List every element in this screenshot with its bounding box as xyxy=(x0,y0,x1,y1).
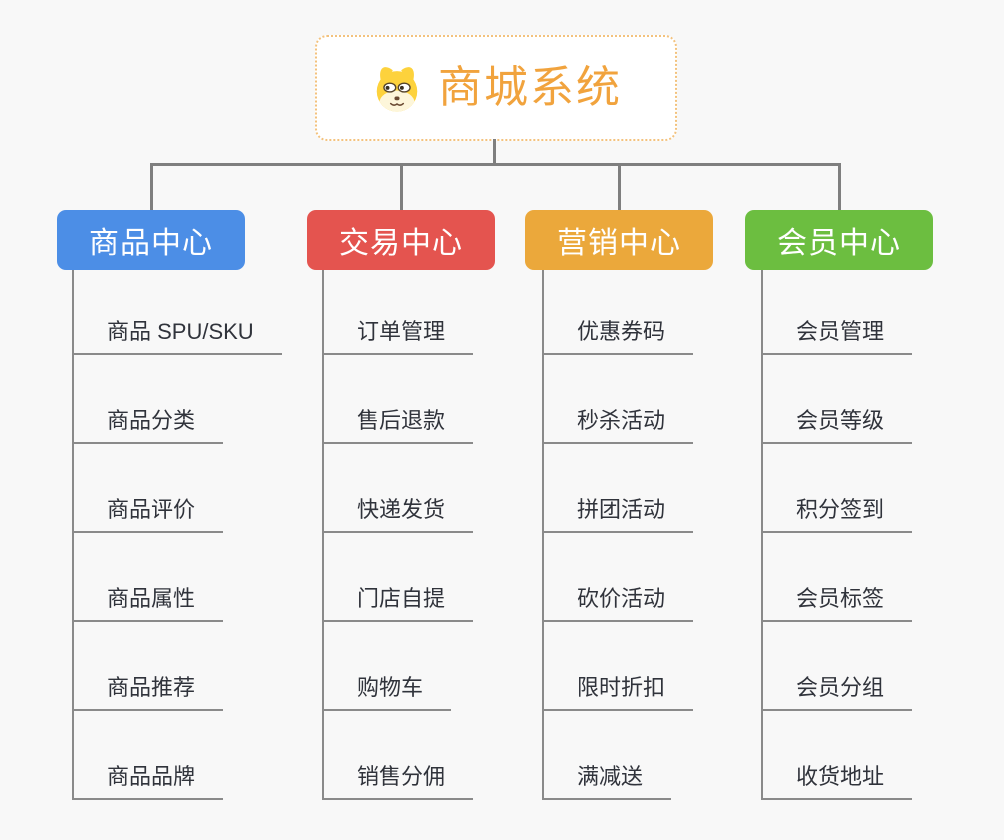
branch-children-member-center: 会员管理 会员等级 积分签到 会员标签 会员分组 收货地址 xyxy=(761,270,913,800)
child-node[interactable]: 限时折扣 xyxy=(544,622,694,711)
child-label: 购物车 xyxy=(357,674,424,700)
branch-header-marketing-center[interactable]: 营销中心 xyxy=(525,210,713,270)
branch-children-product-center: 商品 SPU/SKU 商品分类 商品评价 商品属性 商品推荐 商品品牌 xyxy=(72,270,282,800)
branch-header-trade-center[interactable]: 交易中心 xyxy=(307,210,495,270)
child-label: 商品分类 xyxy=(107,407,196,433)
child-node[interactable]: 商品品牌 xyxy=(74,711,224,800)
child-label: 满减送 xyxy=(577,763,644,789)
child-label: 优惠券码 xyxy=(577,318,666,344)
connector-trunk xyxy=(150,163,841,166)
child-node[interactable]: 购物车 xyxy=(324,622,452,711)
child-label: 销售分佣 xyxy=(357,763,446,789)
root-title: 商城系统 xyxy=(438,63,622,112)
connector-drop-trade xyxy=(400,163,403,211)
branch-children-marketing-center: 优惠券码 秒杀活动 拼团活动 砍价活动 限时折扣 满减送 xyxy=(542,270,694,800)
branch-header-member-center[interactable]: 会员中心 xyxy=(745,210,933,270)
child-label: 门店自提 xyxy=(357,585,446,611)
child-label: 会员管理 xyxy=(796,318,885,344)
child-node[interactable]: 快递发货 xyxy=(324,444,474,533)
child-node[interactable]: 售后退款 xyxy=(324,355,474,444)
child-label: 收货地址 xyxy=(796,763,885,789)
child-label: 拼团活动 xyxy=(577,496,666,522)
child-node[interactable]: 门店自提 xyxy=(324,533,474,622)
child-node[interactable]: 商品评价 xyxy=(74,444,224,533)
child-node[interactable]: 会员标签 xyxy=(763,533,913,622)
child-label: 会员分组 xyxy=(796,674,885,700)
branch-header-product-center[interactable]: 商品中心 xyxy=(57,210,245,270)
child-node[interactable]: 会员等级 xyxy=(763,355,913,444)
child-label: 售后退款 xyxy=(357,407,446,433)
child-node[interactable]: 商品分类 xyxy=(74,355,224,444)
child-label: 订单管理 xyxy=(357,318,446,344)
child-node[interactable]: 满减送 xyxy=(544,711,672,800)
child-node[interactable]: 砍价活动 xyxy=(544,533,694,622)
child-label: 砍价活动 xyxy=(577,585,666,611)
child-node[interactable]: 商品属性 xyxy=(74,533,224,622)
connector-root-stub xyxy=(493,139,496,163)
child-node[interactable]: 订单管理 xyxy=(324,270,474,355)
child-label: 会员等级 xyxy=(796,407,885,433)
child-label: 商品品牌 xyxy=(107,763,196,789)
child-label: 会员标签 xyxy=(796,585,885,611)
shiba-dog-face-icon xyxy=(376,67,418,112)
child-label: 商品评价 xyxy=(107,496,196,522)
child-label: 商品推荐 xyxy=(107,674,196,700)
child-node[interactable]: 销售分佣 xyxy=(324,711,474,800)
child-node[interactable]: 商品推荐 xyxy=(74,622,224,711)
child-node[interactable]: 优惠券码 xyxy=(544,270,694,355)
child-node[interactable]: 积分签到 xyxy=(763,444,913,533)
child-node[interactable]: 商品 SPU/SKU xyxy=(74,270,282,355)
child-label: 积分签到 xyxy=(796,496,885,522)
child-label: 商品 SPU/SKU xyxy=(107,318,254,344)
child-node[interactable]: 拼团活动 xyxy=(544,444,694,533)
connector-drop-product xyxy=(150,163,153,211)
child-label: 限时折扣 xyxy=(577,674,666,700)
child-label: 秒杀活动 xyxy=(577,407,666,433)
child-label: 商品属性 xyxy=(107,585,196,611)
child-node[interactable]: 会员管理 xyxy=(763,270,913,355)
child-node[interactable]: 收货地址 xyxy=(763,711,913,800)
child-node[interactable]: 秒杀活动 xyxy=(544,355,694,444)
root-node[interactable]: 商城系统 xyxy=(315,35,677,141)
child-label: 快递发货 xyxy=(357,496,446,522)
child-node[interactable]: 会员分组 xyxy=(763,622,913,711)
connector-drop-member xyxy=(838,163,841,211)
connector-drop-marketing xyxy=(618,163,621,211)
branch-children-trade-center: 订单管理 售后退款 快递发货 门店自提 购物车 销售分佣 xyxy=(322,270,474,800)
